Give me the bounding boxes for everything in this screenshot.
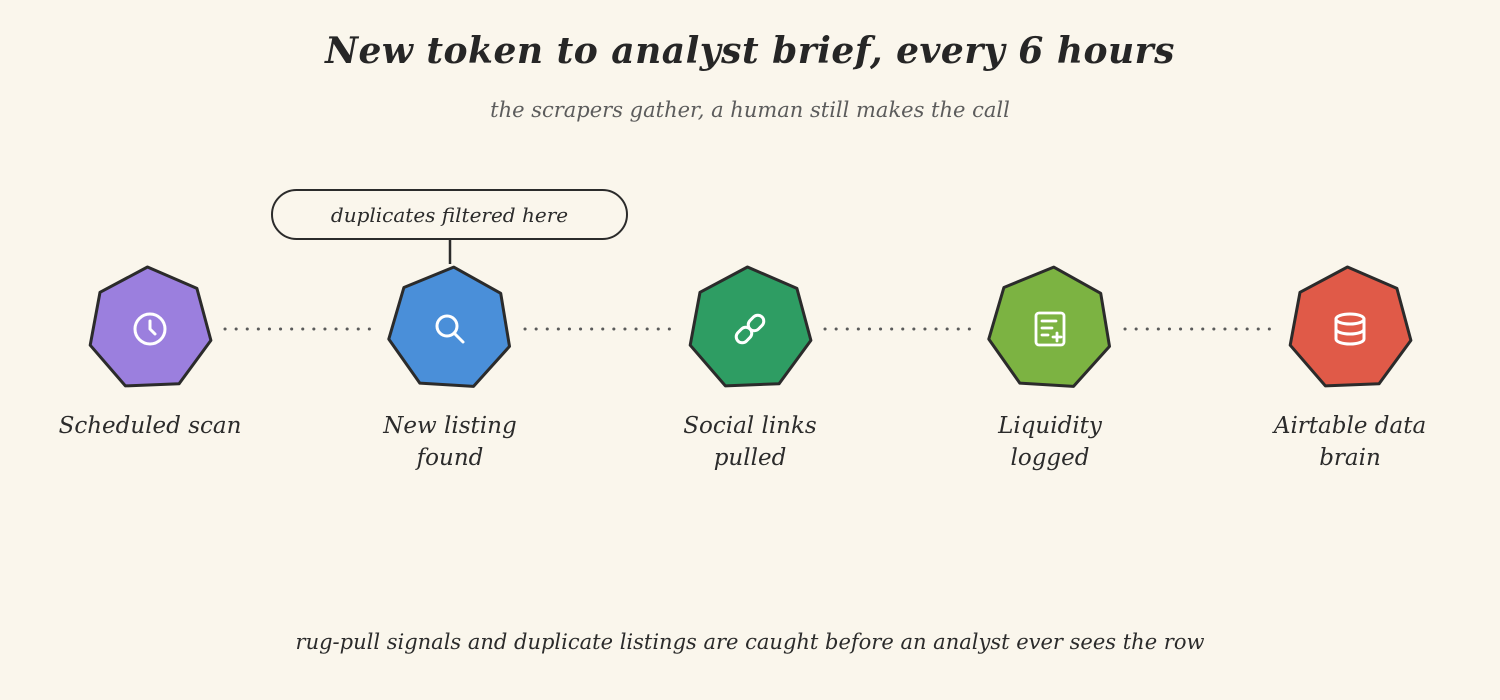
document-plus-icon	[1034, 311, 1066, 347]
callout-duplicates: duplicates filtered here	[271, 189, 628, 240]
node-label-social-links: Social links pulled	[683, 413, 817, 471]
search-icon	[435, 314, 465, 344]
node-label-scheduled-scan: Scheduled scan	[58, 413, 242, 439]
node-shape-social-links[interactable]	[688, 265, 813, 388]
footer-note: rug-pull signals and duplicate listings …	[295, 630, 1205, 654]
node-shape-airtable[interactable]	[1288, 265, 1413, 388]
clock-icon	[133, 312, 167, 346]
node-label-airtable: Airtable data brain	[1273, 413, 1427, 471]
database-icon	[1334, 312, 1366, 346]
node-label-liquidity: Liquidity logged	[998, 413, 1102, 471]
diagram-subtitle: the scrapers gather, a human still makes…	[490, 98, 1010, 122]
diagram-title: New token to analyst brief, every 6 hour…	[325, 30, 1175, 72]
node-shape-new-listing[interactable]	[387, 265, 511, 388]
node-label-new-listing: New listing found	[383, 413, 517, 471]
